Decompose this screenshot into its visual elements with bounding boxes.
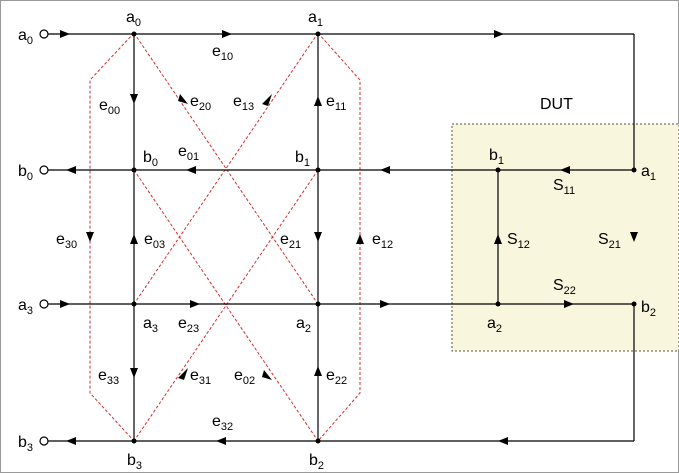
label-e32: e32 xyxy=(212,413,233,433)
dut-node-label-a1: a1 xyxy=(641,163,656,183)
node-label-a1: a1 xyxy=(308,9,323,29)
node-label-b0: b0 xyxy=(143,149,158,169)
label-e23: e23 xyxy=(178,315,199,335)
node-label-b3: b3 xyxy=(127,452,142,472)
label-e00: e00 xyxy=(99,97,120,117)
label-e22: e22 xyxy=(326,367,347,387)
dut-node-label-a2: a2 xyxy=(487,315,502,335)
label-S21: S21 xyxy=(598,231,621,251)
port-label-a0: a0 xyxy=(18,27,33,47)
port-label-a3: a3 xyxy=(18,297,33,317)
node-label-a3: a3 xyxy=(143,315,158,335)
node-label-b2: b2 xyxy=(309,452,324,472)
label-e12: e12 xyxy=(372,231,393,251)
label-S11: S11 xyxy=(553,177,575,197)
port-circles xyxy=(39,29,49,446)
label-S22: S22 xyxy=(553,277,576,297)
label-e21: e21 xyxy=(280,231,301,251)
label-e11: e11 xyxy=(326,93,346,113)
dut-node-label-b1: b1 xyxy=(489,147,504,167)
label-e30: e30 xyxy=(56,231,77,251)
node-label-a2: a2 xyxy=(296,315,311,335)
label-e13: e13 xyxy=(233,93,254,113)
arrowheads xyxy=(60,30,638,445)
port-label-b3: b3 xyxy=(18,434,33,454)
node-label-a0: a0 xyxy=(126,9,141,29)
label-e31: e31 xyxy=(190,367,211,387)
arrow-e10 xyxy=(60,30,70,38)
label-S12: S12 xyxy=(507,231,530,251)
dut-node-label-b2: b2 xyxy=(641,299,656,319)
port-label-b0: b0 xyxy=(18,163,33,183)
node-label-b1: b1 xyxy=(295,149,310,169)
node-dots xyxy=(131,31,637,444)
label-e33: e33 xyxy=(98,367,119,387)
dut-title: DUT xyxy=(540,96,573,113)
dut-box xyxy=(451,123,679,352)
label-e20: e20 xyxy=(190,93,211,113)
label-e03: e03 xyxy=(144,231,165,251)
label-e10: e10 xyxy=(212,43,233,63)
label-e02: e02 xyxy=(234,367,255,387)
label-e01: e01 xyxy=(178,143,199,163)
